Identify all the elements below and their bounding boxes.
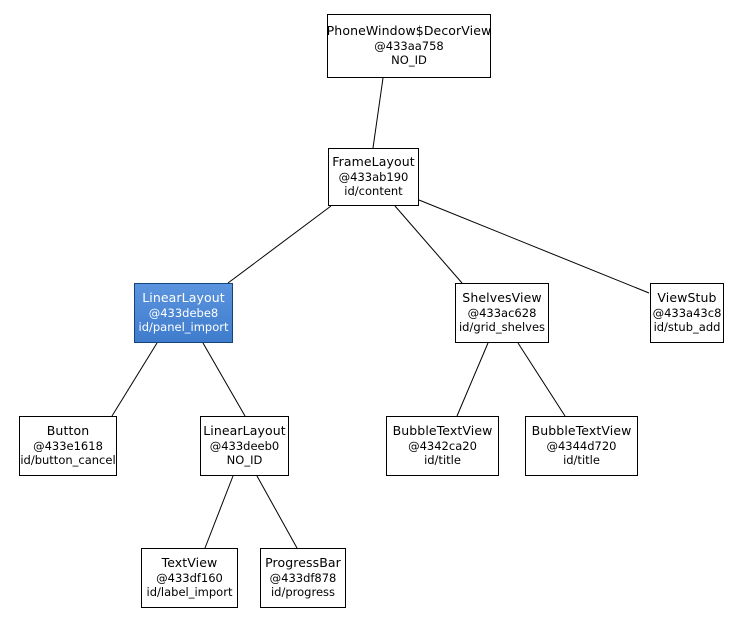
node-class-name: FrameLayout bbox=[332, 154, 415, 170]
node-hash-code: @433df878 bbox=[269, 570, 337, 585]
node-class-name: LinearLayout bbox=[203, 423, 286, 439]
tree-edge-framelayout-content-to-linearlayout-panel-import bbox=[227, 205, 332, 284]
node-class-name: BubbleTextView bbox=[531, 423, 632, 439]
node-hash-code: @4344d720 bbox=[546, 438, 617, 453]
node-class-name: TextView bbox=[161, 555, 218, 571]
node-hash-code: @433ab190 bbox=[338, 169, 409, 184]
node-resource-id: id/button_cancel bbox=[20, 453, 116, 468]
node-resource-id: id/stub_add bbox=[653, 320, 721, 335]
tree-edge-framelayout-content-to-viewstub-stub-add bbox=[418, 199, 650, 294]
node-resource-id: id/progress bbox=[270, 585, 335, 600]
tree-edge-framelayout-content-to-shelvesview-grid-shelves bbox=[394, 205, 463, 284]
tree-edge-shelvesview-grid-shelves-to-bubbletextview-title-1 bbox=[456, 342, 489, 417]
node-hash-code: @433ac628 bbox=[467, 305, 537, 320]
node-resource-id: NO_ID bbox=[391, 53, 427, 68]
node-class-name: ViewStub bbox=[657, 290, 717, 306]
node-class-name: PhoneWindow$DecorView bbox=[326, 23, 492, 39]
tree-edge-linearlayout-panel-import-to-linearlayout-no-id bbox=[202, 342, 246, 417]
node-resource-id: NO_ID bbox=[226, 453, 263, 468]
node-resource-id: id/panel_import bbox=[138, 320, 229, 335]
node-hash-code: @433debe8 bbox=[148, 305, 219, 320]
node-hash-code: @433deeb0 bbox=[209, 438, 280, 453]
node-resource-id: id/label_import bbox=[146, 585, 233, 600]
tree-edge-linearlayout-panel-import-to-button-cancel bbox=[111, 342, 158, 417]
node-hash-code: @433a43c8 bbox=[652, 305, 722, 320]
node-resource-id: id/grid_shelves bbox=[458, 320, 546, 335]
node-resource-id: id/title bbox=[563, 453, 600, 468]
tree-edge-linearlayout-no-id-to-textview-label-import bbox=[204, 475, 234, 549]
node-hash-code: @433df160 bbox=[156, 570, 223, 585]
node-class-name: LinearLayout bbox=[142, 290, 225, 306]
tree-edge-shelvesview-grid-shelves-to-bubbletextview-title-2 bbox=[517, 342, 566, 417]
node-class-name: ProgressBar bbox=[265, 555, 341, 571]
tree-edge-linearlayout-no-id-to-progressbar-progress bbox=[256, 475, 298, 549]
node-class-name: Button bbox=[46, 423, 90, 439]
node-resource-id: id/title bbox=[424, 453, 461, 468]
node-hash-code: @433aa758 bbox=[374, 38, 444, 53]
node-class-name: BubbleTextView bbox=[392, 423, 493, 439]
node-resource-id: id/content bbox=[344, 184, 403, 199]
node-class-name: ShelvesView bbox=[462, 290, 542, 306]
node-hash-code: @433e1618 bbox=[33, 438, 103, 453]
tree-edge-phonewindow-decorview-to-framelayout-content bbox=[372, 77, 384, 149]
node-hash-code: @4342ca20 bbox=[408, 438, 477, 453]
